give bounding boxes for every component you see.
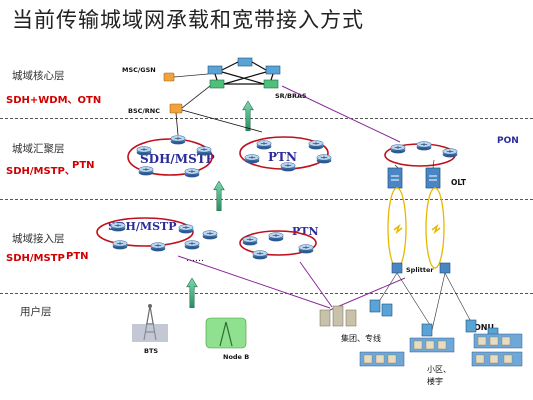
building-icons: [319, 305, 523, 367]
label-dots: ……: [186, 254, 204, 264]
ring-label-agg-ptn: PTN: [268, 150, 297, 164]
label-pon: PON: [497, 136, 519, 146]
page-title: 当前传输城域网承载和宽带接入方式: [12, 8, 364, 32]
layer-access-tech: SDH/MSTP: [6, 253, 65, 264]
layer-user-name: 用户层: [20, 306, 52, 318]
ring-label-acc-ptn: PTN: [292, 225, 319, 238]
splitter-icon: [379, 262, 471, 331]
green-arrow-icon: [242, 101, 254, 131]
layer-core-tech: SDH+WDM、OTN: [6, 95, 102, 106]
label-bsc-rnc: BSC/RNC: [128, 107, 160, 115]
label-group-line: 集团、专线: [341, 334, 381, 343]
layer-agg-tech: SDH/MSTP、: [6, 166, 75, 177]
label-node-b: Node B: [223, 353, 250, 361]
green-arrow-icon: [213, 181, 225, 211]
label-bts: BTS: [144, 347, 159, 355]
divider-access-user: [0, 293, 533, 294]
divider-core-agg: [0, 118, 533, 119]
olt-equipment: [387, 159, 441, 189]
label-splitter: Splitter: [406, 266, 434, 274]
layer-access-name: 城域接入层: [12, 233, 65, 245]
layer-agg-tech-ptn: PTN: [72, 160, 95, 171]
optical-icons: [393, 223, 441, 235]
layer-core-name: 城域核心层: [12, 70, 65, 82]
label-community: 小区、: [427, 365, 451, 374]
green-arrow-icon: [186, 278, 198, 308]
divider-agg-access: [0, 199, 533, 200]
label-msc-gsn: MSC/GSN: [122, 66, 156, 74]
layer-access-tech-ptn: PTN: [66, 251, 89, 262]
label-sr-bras: SR/BRAS: [275, 92, 307, 100]
bts-tower-icon: [132, 304, 168, 342]
node-b-icon: [205, 317, 247, 349]
core-network: [163, 57, 281, 114]
ring-label-acc-sdh: SDH/MSTP: [108, 220, 177, 233]
label-building: 楼宇: [427, 377, 443, 386]
ring-label-agg-sdh: SDH/MSTP: [140, 152, 215, 166]
label-onu: ONU: [474, 323, 494, 332]
label-olt: OLT: [451, 178, 467, 187]
layer-agg-name: 城域汇聚层: [12, 143, 65, 155]
